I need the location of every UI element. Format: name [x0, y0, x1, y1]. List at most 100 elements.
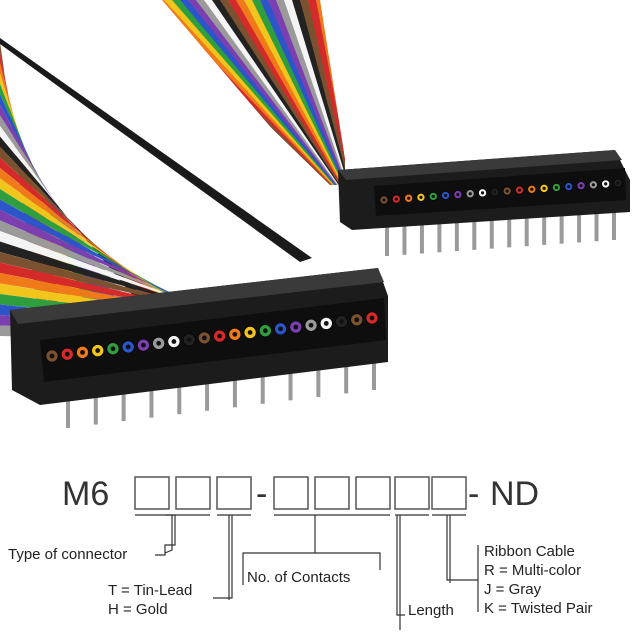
- connector-pin: [372, 352, 376, 390]
- connector-pin: [232, 369, 237, 408]
- label-ribbon-cable: Ribbon Cable: [484, 543, 575, 560]
- contact-hole-center: [186, 337, 192, 343]
- contact-hole-center: [530, 187, 534, 191]
- contact-hole-center: [95, 348, 101, 353]
- contact-hole-center: [382, 198, 386, 202]
- contact-hole-center: [293, 324, 299, 330]
- connector-pin: [344, 355, 349, 394]
- leader-plating: [213, 515, 233, 600]
- placeholder-box: [314, 476, 350, 510]
- placeholder-box: [273, 476, 309, 510]
- connector-pin: [260, 365, 265, 404]
- connector-pin: [93, 386, 98, 425]
- label-gold: H = Gold: [108, 601, 168, 618]
- label-type-of-connector: Type of connector: [8, 546, 127, 563]
- part-separator: -: [256, 475, 267, 513]
- connector-pin: [524, 212, 529, 247]
- connector-face-front: [40, 298, 386, 382]
- connector-pin: [577, 208, 582, 243]
- connector-face-back: [374, 168, 626, 216]
- contact-hole-center: [232, 331, 238, 337]
- contact-hole-center: [110, 346, 116, 352]
- contact-hole-center: [141, 342, 146, 348]
- contact-hole-center: [323, 321, 329, 326]
- placeholder-box: [394, 476, 430, 510]
- connector-pin: [177, 376, 182, 415]
- contact-hole-center: [517, 188, 522, 192]
- leader-connector: [155, 514, 176, 556]
- part-separator-2: -: [468, 475, 479, 513]
- connector-pin: [454, 217, 459, 252]
- contact-hole-center: [604, 182, 608, 186]
- contact-hole-center: [278, 326, 283, 332]
- contact-hole-center: [369, 315, 375, 321]
- contact-hole-center: [431, 194, 435, 199]
- label-twisted-pair: K = Twisted Pair: [484, 600, 593, 617]
- connector-pin: [559, 209, 564, 244]
- idc-connector-front: [10, 268, 388, 428]
- connector-pin: [489, 214, 494, 249]
- contact-hole-center: [579, 184, 583, 188]
- connector-pin: [402, 220, 407, 255]
- part-prefix: M6: [62, 475, 109, 513]
- contact-hole-center: [468, 192, 472, 196]
- label-multi-color: R = Multi-color: [484, 562, 581, 579]
- label-tin-lead: T = Tin-Lead: [108, 582, 192, 599]
- part-suffix: ND: [490, 475, 539, 513]
- connector-pin: [419, 219, 424, 254]
- contact-hole-center: [419, 195, 423, 199]
- contact-hole-center: [616, 181, 620, 185]
- connector-pin: [612, 206, 616, 240]
- label-no-of-contacts: No. of Contacts: [247, 569, 350, 586]
- placeholder-box: [134, 476, 170, 510]
- contact-hole-center: [493, 190, 497, 194]
- contact-hole-center: [354, 317, 360, 323]
- contact-hole-center: [554, 185, 559, 190]
- connector-pin: [121, 383, 126, 422]
- connector-pin: [149, 379, 154, 418]
- label-gray: J = Gray: [484, 581, 542, 598]
- leader-length: [396, 515, 405, 630]
- connector-pin: [288, 362, 293, 401]
- contact-hole-center: [80, 349, 85, 355]
- contact-hole-center: [480, 191, 485, 195]
- leader-cable-type: [446, 515, 479, 612]
- connector-pin: [472, 215, 477, 250]
- idc-connector-back: [338, 150, 630, 256]
- connector-pin: [316, 358, 321, 397]
- connector-pin: [66, 390, 70, 428]
- contact-hole-center: [394, 197, 398, 201]
- contact-hole-center: [567, 184, 571, 189]
- connector-pin: [594, 207, 599, 242]
- contact-hole-center: [262, 328, 268, 334]
- connector-top-front: [10, 268, 384, 324]
- contact-hole-center: [456, 193, 460, 197]
- label-length: Length: [408, 602, 454, 619]
- contact-hole-center: [308, 322, 314, 328]
- contact-hole-center: [64, 351, 70, 357]
- contact-hole-center: [505, 189, 509, 193]
- contact-hole-center: [217, 333, 223, 339]
- connector-pin: [542, 210, 547, 245]
- contact-hole-center: [125, 344, 131, 350]
- contact-hole-center: [591, 183, 595, 187]
- cable-edge: [0, 38, 312, 262]
- contact-hole-center: [247, 330, 253, 335]
- contact-hole-center: [171, 339, 177, 344]
- contact-hole-center: [49, 353, 55, 359]
- contact-hole-center: [156, 340, 162, 346]
- part-number: M6 - - ND: [62, 475, 539, 513]
- connector-pin: [205, 372, 210, 411]
- ribbon-cable-back: [162, 0, 345, 185]
- placeholder-box: [431, 476, 467, 510]
- contact-hole-center: [443, 193, 448, 198]
- leader-contacts: [242, 515, 381, 585]
- contact-hole-center: [542, 186, 546, 190]
- contact-hole-center: [339, 319, 344, 325]
- contact-hole-center: [201, 335, 207, 341]
- connector-pin: [507, 213, 512, 248]
- placeholder-box: [355, 476, 391, 510]
- contact-hole-center: [407, 196, 411, 200]
- connector-pin: [385, 222, 389, 256]
